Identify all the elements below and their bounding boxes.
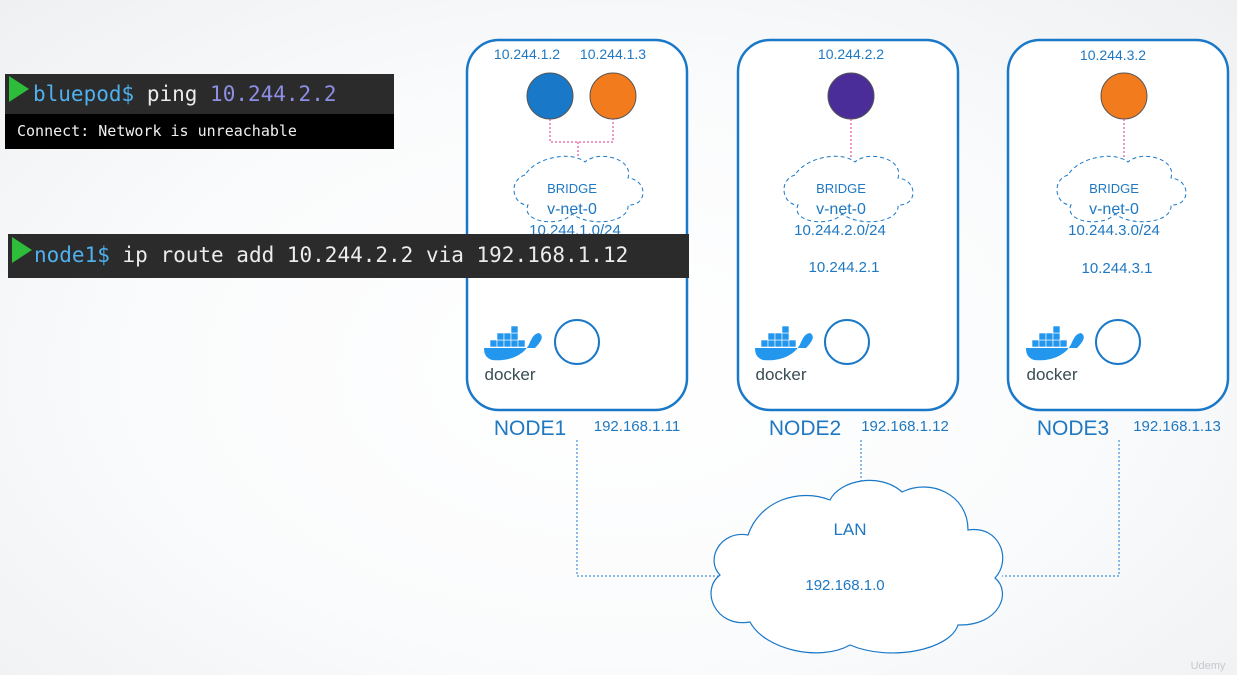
bridge-subnet: 10.244.3.0/24: [1068, 222, 1160, 239]
bridge-subnet: 10.244.2.0/24: [794, 222, 886, 239]
node3: 10.244.3.2 BRIDGE v-net-0 10.244.3.0/24 …: [1006, 38, 1230, 440]
terminal-prompt: node1$: [34, 243, 110, 267]
node1: 10.244.1.2 10.244.1.3 BRIDGE v-net-0 10.…: [465, 38, 689, 440]
docker-label: docker: [1026, 365, 1077, 384]
eth0-interface: [554, 319, 600, 365]
node-ip: 192.168.1.12: [861, 418, 949, 435]
pod-ip: 10.244.1.3: [580, 46, 646, 62]
bridge-name: v-net-0: [547, 201, 597, 218]
terminal-2-prompt: node1$ ip route add 10.244.2.2 via 192.1…: [8, 234, 689, 278]
node1-lan-link: [576, 440, 718, 577]
terminal-1-prompt: bluepod$ ping 10.244.2.2: [5, 74, 394, 114]
terminal-prompt: bluepod$: [33, 82, 135, 106]
lan-label: LAN: [833, 520, 866, 539]
terminal-target-ip: 10.244.2.2: [210, 82, 337, 106]
pod-ip: 10.244.2.2: [818, 46, 884, 62]
pod-ip: 10.244.3.2: [1080, 47, 1146, 63]
terminal-output-text: Connect: Network is unreachable: [17, 122, 297, 140]
pod-orange: [1100, 72, 1148, 120]
pod-orange: [589, 72, 637, 120]
docker-icon: docker: [755, 325, 813, 384]
eth0-interface: [824, 319, 870, 365]
terminal-command: ip route add 10.244.2.2 via 192.168.1.12: [122, 243, 629, 267]
node-name: NODE2: [769, 417, 841, 440]
pod-ip: 10.244.1.2: [494, 46, 560, 62]
node2-box: [736, 38, 960, 412]
eth0-interface: [1095, 319, 1141, 365]
docker-label: docker: [484, 365, 535, 384]
docker-icon: docker: [1026, 325, 1084, 384]
bridge-ip: 10.244.2.1: [809, 259, 880, 276]
terminal-command: ping: [146, 82, 198, 106]
terminal-1-output: Connect: Network is unreachable: [5, 114, 394, 149]
watermark: Udemy: [1191, 660, 1226, 672]
bridge-label: BRIDGE: [816, 181, 866, 196]
node3-box: [1006, 38, 1230, 412]
pod-purple: [827, 72, 875, 120]
bridge-cloud: [1056, 155, 1187, 223]
docker-label: docker: [755, 365, 806, 384]
node3-lan-link: [1002, 440, 1120, 577]
bridge-label: BRIDGE: [1089, 181, 1139, 196]
docker-icon: docker: [484, 325, 542, 384]
bridge-name: v-net-0: [816, 201, 866, 218]
play-icon: [12, 237, 32, 263]
bridge-cloud: [513, 155, 644, 223]
node-name: NODE1: [494, 417, 566, 440]
lan-cloud: LAN 192.168.1.0: [710, 479, 1004, 654]
bridge-label: BRIDGE: [547, 181, 597, 196]
play-icon: [9, 76, 29, 102]
node1-box: [465, 38, 689, 412]
node-ip: 192.168.1.11: [594, 418, 680, 435]
node-ip: 192.168.1.13: [1133, 418, 1221, 435]
lan-cloud-shape: [710, 479, 1004, 654]
bridge-cloud: [783, 155, 914, 223]
node-name: NODE3: [1037, 417, 1109, 440]
lan-links: [576, 440, 1120, 577]
bridge-name: v-net-0: [1089, 201, 1139, 218]
node2: 10.244.2.2 BRIDGE v-net-0 10.244.2.0/24 …: [736, 38, 960, 440]
lan-subnet: 192.168.1.0: [805, 577, 884, 594]
bridge-ip: 10.244.3.1: [1082, 260, 1153, 277]
pod-blue: [526, 72, 574, 120]
